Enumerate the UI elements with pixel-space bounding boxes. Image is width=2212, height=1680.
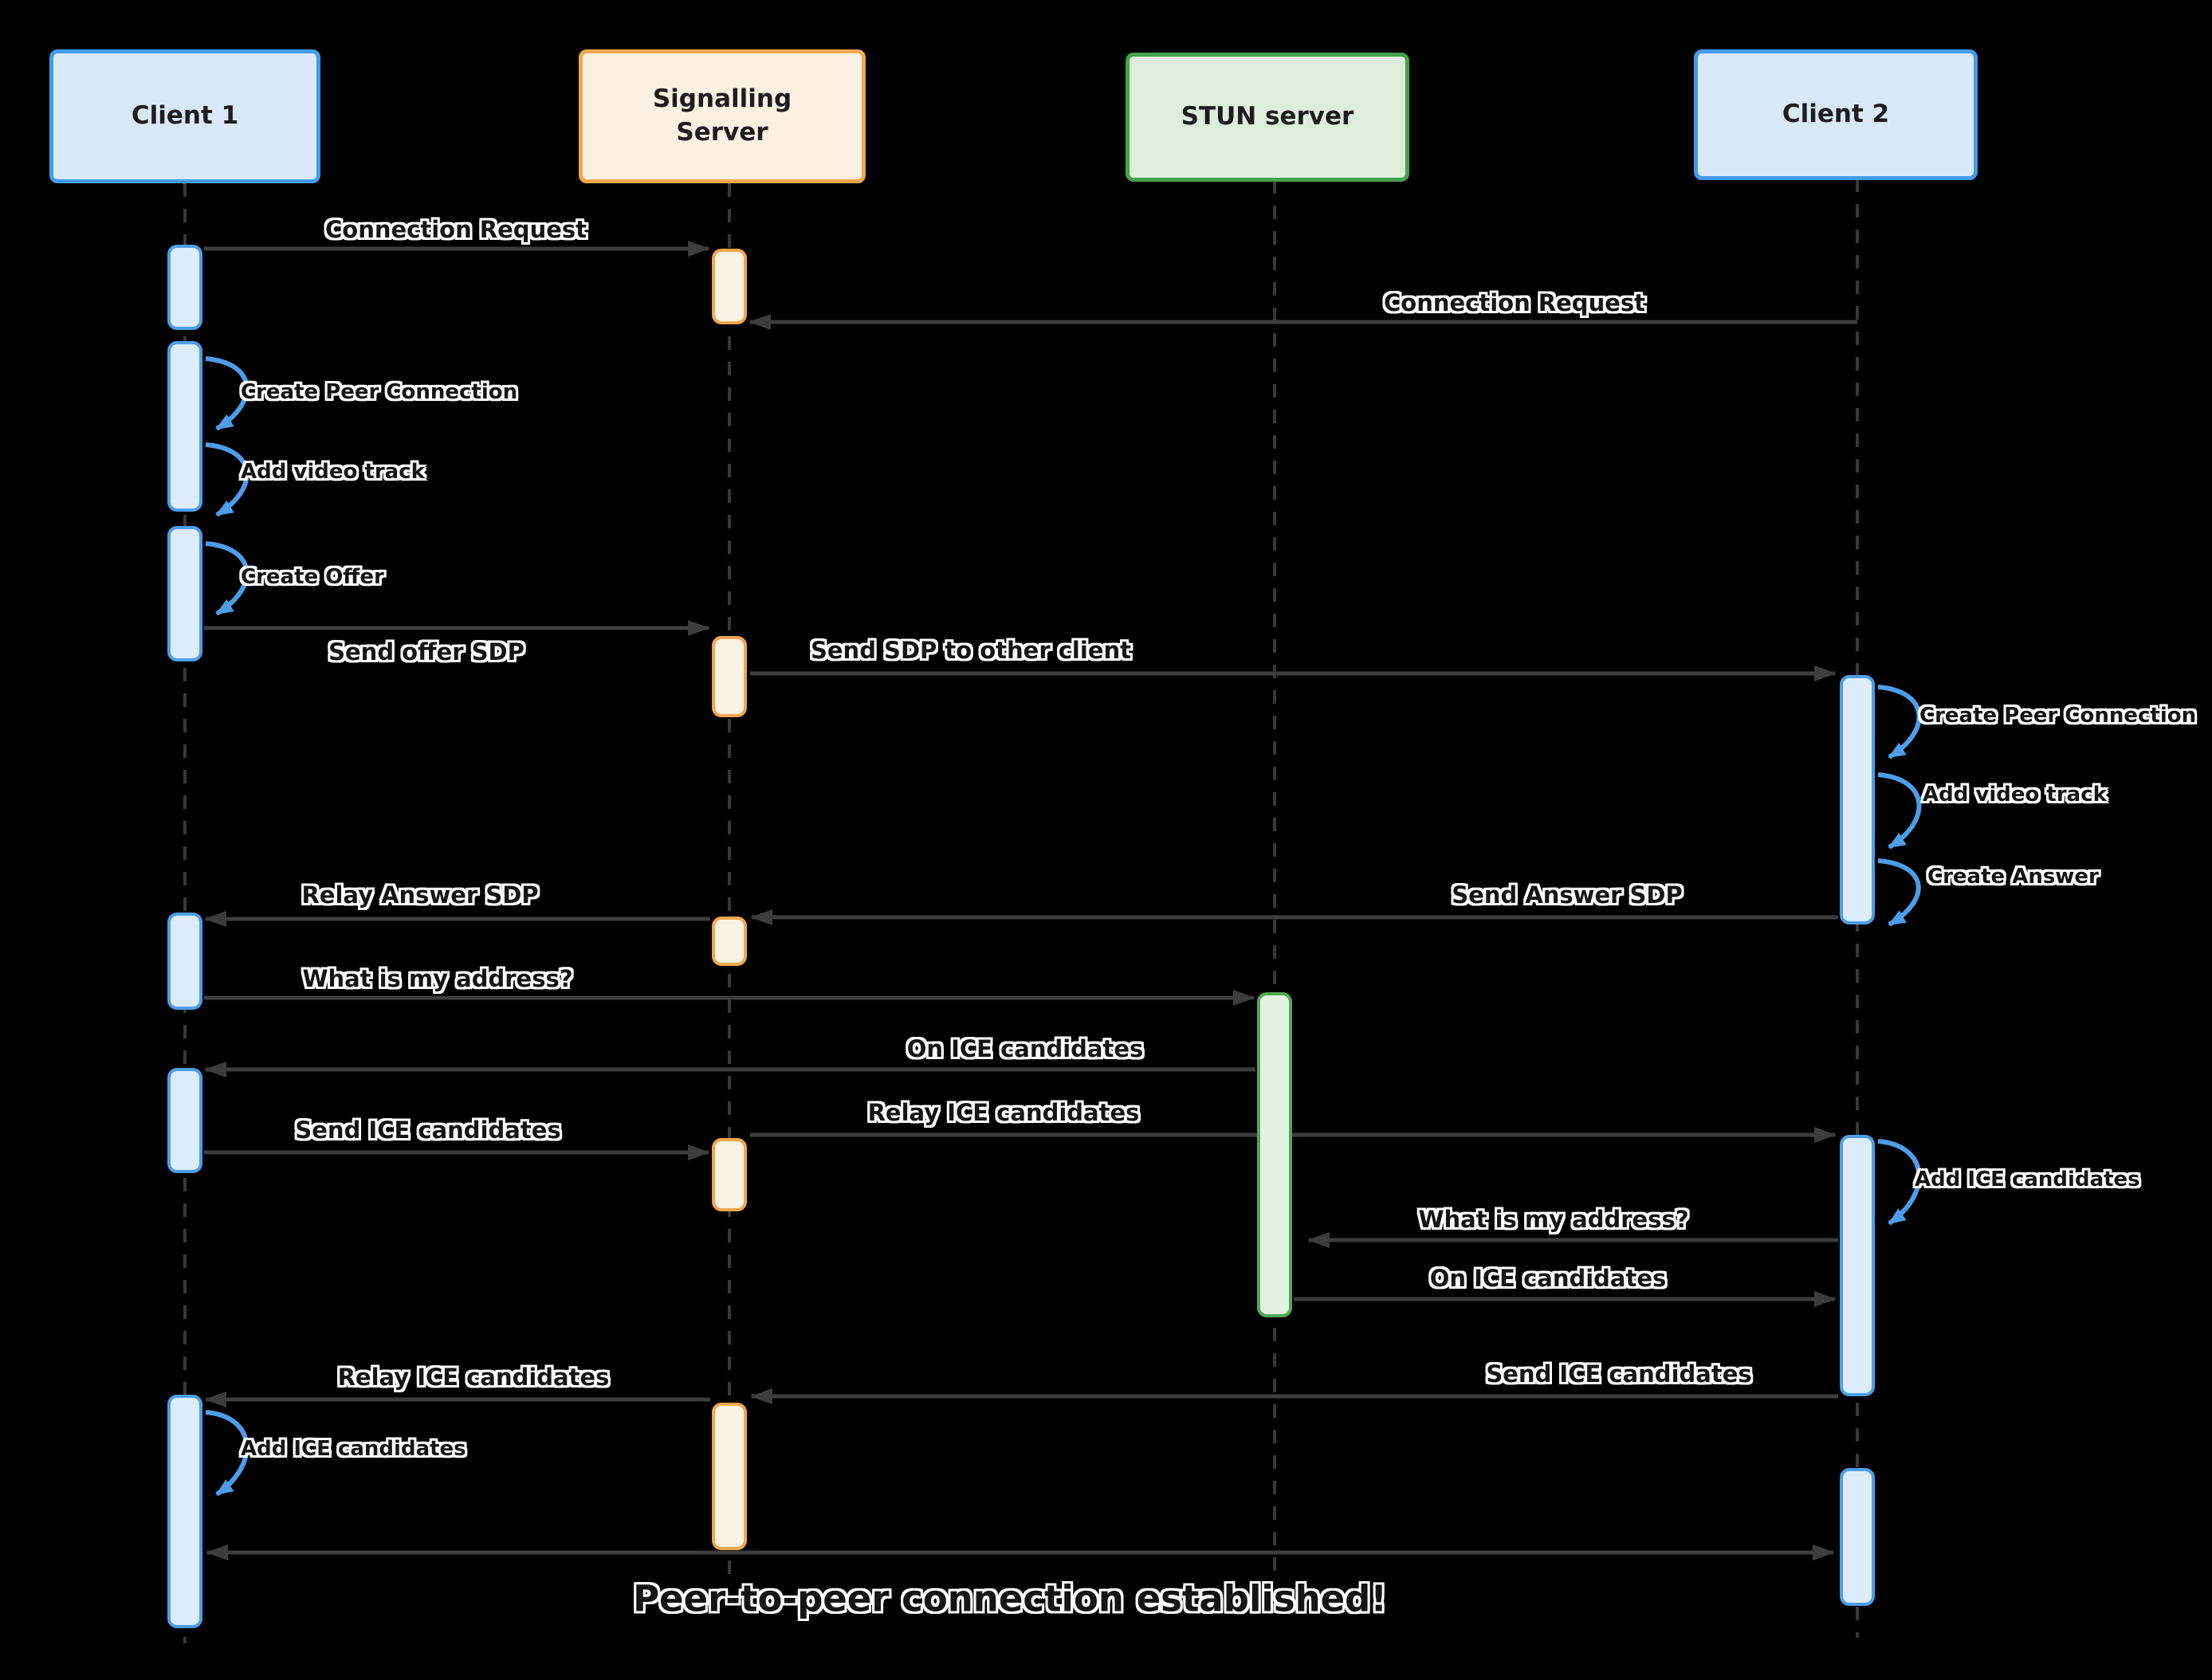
- actor-stun-label: STUN server: [1181, 102, 1354, 131]
- actor-signalling-label: Signalling Server: [652, 84, 792, 147]
- selfloop-create-peer-connection-c2: [1877, 685, 1922, 760]
- label-create-answer-c2: Create Answer: [1927, 865, 2099, 889]
- label-add-video-track-c1: Add video track: [241, 460, 425, 484]
- activation-client1-2: [167, 341, 202, 512]
- activation-signalling-2: [712, 636, 747, 717]
- selfloop-add-video-track-c2: [1877, 772, 1922, 850]
- activation-signalling-3: [712, 917, 747, 966]
- selfloop-create-peer-connection-c1: [205, 356, 249, 431]
- activation-client1-4: [167, 913, 202, 1010]
- actor-client1-label: Client 1: [131, 101, 239, 131]
- label-connection-request-1: Connection Request: [324, 216, 587, 243]
- label-relay-ice-candidates-1: Relay ICE candidates: [867, 1099, 1140, 1126]
- actor-signalling: Signalling Server: [579, 49, 866, 183]
- actor-client2: Client 2: [1694, 49, 1978, 180]
- selfloop-add-ice-candidates-c1: [205, 1410, 249, 1497]
- label-connection-request-2: Connection Request: [1383, 289, 1646, 316]
- activation-client2-1: [1840, 675, 1875, 924]
- label-create-offer-c1: Create Offer: [241, 565, 384, 589]
- actor-client2-label: Client 2: [1782, 100, 1890, 129]
- activation-signalling-5: [712, 1403, 747, 1550]
- selfloop-create-offer-c1: [205, 541, 249, 616]
- label-on-ice-candidates-2: On ICE candidates: [1429, 1265, 1667, 1292]
- label-relay-ice-candidates-2: Relay ICE candidates: [337, 1364, 610, 1391]
- selfloop-add-ice-candidates-c2: [1877, 1139, 1922, 1226]
- label-on-ice-candidates-1: On ICE candidates: [906, 1035, 1144, 1062]
- label-send-ice-candidates-2: Send ICE candidates: [1486, 1360, 1752, 1388]
- activation-client1-1: [167, 245, 202, 330]
- activation-client1-5: [167, 1068, 202, 1173]
- activation-signalling-4: [712, 1138, 747, 1211]
- label-send-sdp-to-other-client: Send SDP to other client: [811, 637, 1131, 664]
- label-send-answer-sdp: Send Answer SDP: [1452, 881, 1683, 909]
- activation-stun-1: [1257, 992, 1292, 1317]
- label-send-offer-sdp: Send offer SDP: [328, 638, 525, 665]
- label-add-video-track-c2: Add video track: [1923, 783, 2107, 807]
- actor-client1: Client 1: [49, 49, 320, 183]
- selfloop-add-video-track-c1: [205, 442, 249, 517]
- label-what-is-my-address-2: What is my address?: [1418, 1206, 1689, 1233]
- activation-client1-3: [167, 526, 202, 661]
- label-create-peer-connection-c1: Create Peer Connection: [241, 380, 518, 404]
- activation-signalling-1: [712, 249, 747, 324]
- label-create-peer-connection-c2: Create Peer Connection: [1919, 704, 2197, 728]
- activation-client2-3: [1840, 1468, 1875, 1606]
- activation-client2-2: [1840, 1135, 1875, 1396]
- selfloop-create-answer-c2: [1877, 858, 1921, 927]
- note-p2p-established: Peer-to-peer connection established!: [633, 1577, 1387, 1620]
- label-add-ice-candidates-c2: Add ICE candidates: [1915, 1168, 2140, 1191]
- label-what-is-my-address-1: What is my address?: [302, 965, 573, 992]
- actor-stun: STUN server: [1126, 53, 1409, 182]
- label-add-ice-candidates-c1: Add ICE candidates: [241, 1437, 466, 1461]
- activation-client1-6: [167, 1395, 202, 1628]
- label-relay-answer-sdp: Relay Answer SDP: [301, 881, 539, 909]
- label-send-ice-candidates-1: Send ICE candidates: [295, 1117, 561, 1144]
